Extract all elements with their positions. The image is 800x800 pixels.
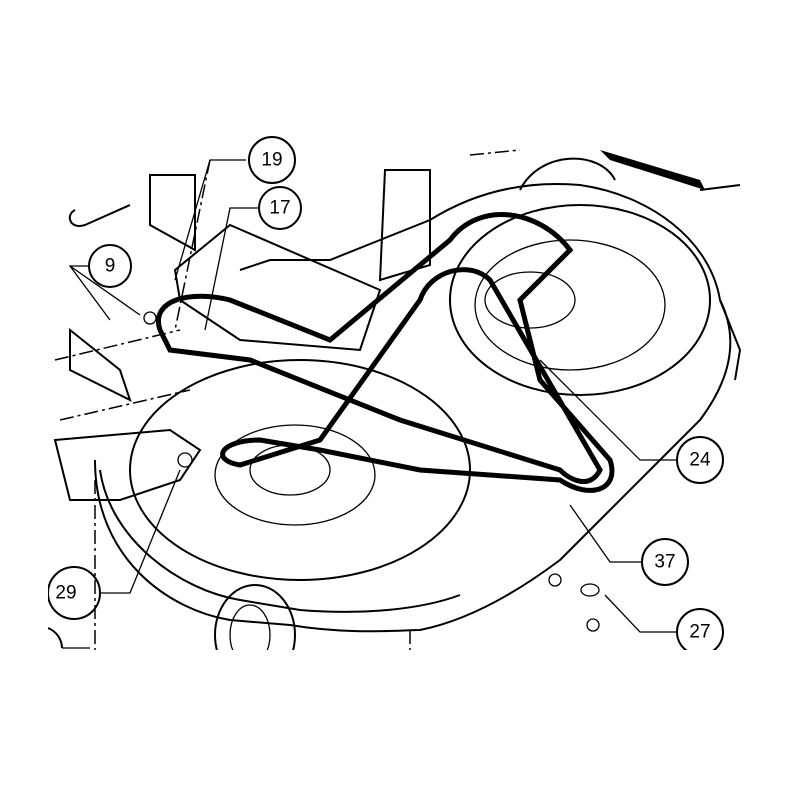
callout-label: 27 (689, 622, 710, 643)
callout-29[interactable]: 29 (47, 566, 101, 620)
callout-label: 19 (261, 150, 282, 171)
callout-17[interactable]: 17 (258, 186, 302, 230)
callout-37[interactable]: 37 (641, 538, 689, 586)
callout-9[interactable]: 9 (88, 244, 132, 288)
callout-label: 37 (654, 552, 675, 573)
mower-deck-drawing (53, 149, 742, 686)
white-mask (0, 0, 800, 150)
callout-label: 9 (105, 256, 116, 277)
callout-19[interactable]: 19 (248, 136, 296, 184)
partial-callout (47, 627, 90, 649)
callout-label: 17 (269, 198, 290, 219)
callout-27[interactable]: 27 (676, 608, 724, 656)
callout-24[interactable]: 24 (676, 436, 724, 484)
callout-label: 24 (689, 450, 711, 471)
callout-leaders (68, 159, 677, 633)
callout-label: 29 (55, 583, 76, 604)
